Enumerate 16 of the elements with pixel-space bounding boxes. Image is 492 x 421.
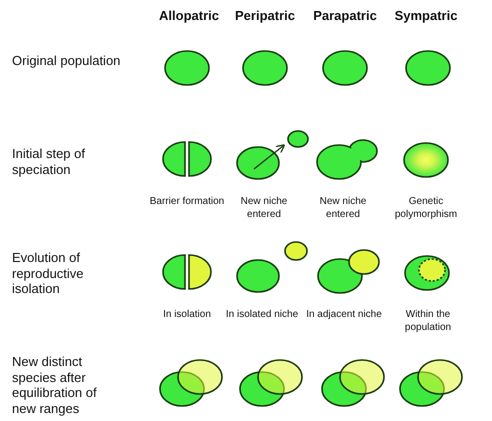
caption: New niche entered	[318, 196, 368, 221]
caption: In isolation	[162, 309, 212, 322]
row-heading: Evolution of reproductive isolation	[12, 250, 85, 297]
caption: Within the population	[404, 309, 452, 334]
column-heading: Sympatric	[394, 8, 458, 24]
row-heading: Original population	[12, 53, 122, 69]
row-heading: New distinct species after equilibration of new ranges	[12, 354, 98, 416]
row-heading: Initial step of speciation	[12, 146, 86, 178]
caption: Barrier formation	[149, 196, 225, 208]
column-heading: Peripatric	[234, 8, 296, 24]
column-heading: Allopatric	[158, 8, 220, 24]
caption: Genetic polymorphism	[394, 196, 458, 221]
caption: In isolated niche	[224, 309, 300, 322]
caption: New niche entered	[240, 196, 288, 221]
caption: In adjacent niche	[306, 309, 382, 322]
column-heading: Parapatric	[312, 8, 378, 24]
